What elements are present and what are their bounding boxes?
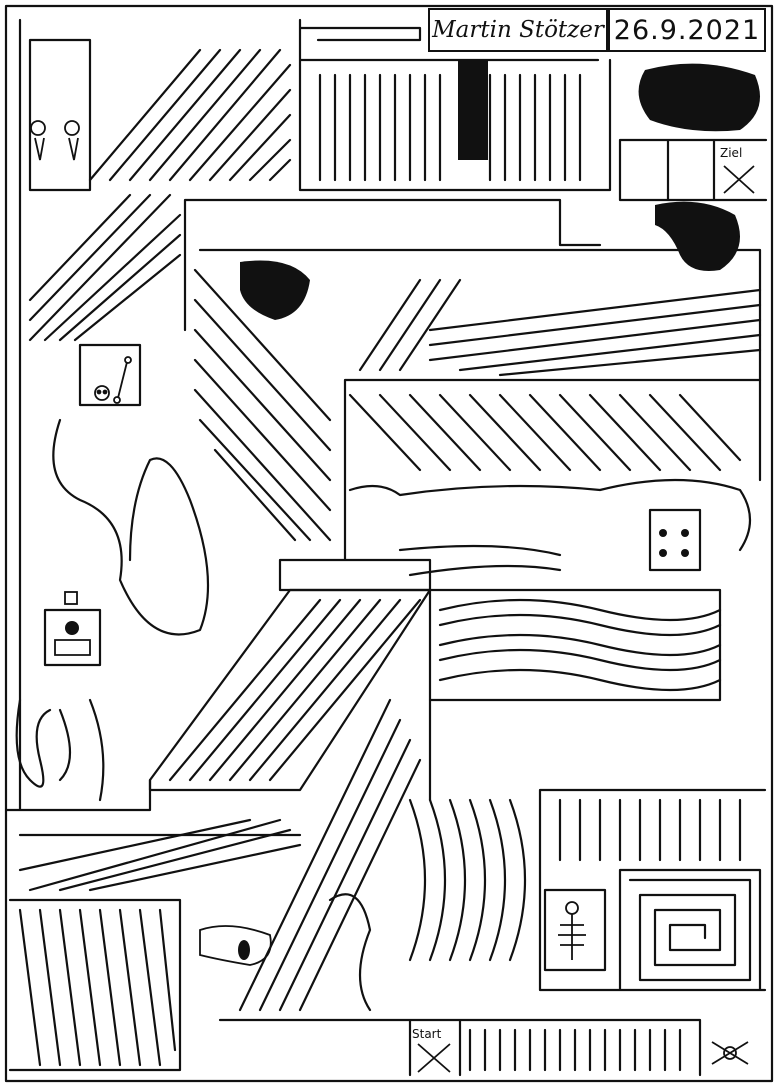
maze-wall-skull-nook: [78, 343, 142, 407]
maze-hatch-mid-right: [348, 393, 742, 472]
maze-hatch-left: [28, 193, 182, 342]
bone-icon: [113, 356, 132, 404]
maze-bars-right: [558, 798, 742, 862]
maze-wall-spiral-room: [538, 788, 767, 992]
maze-wall-diagonal-band: [148, 588, 432, 792]
maze-organic-path: [52, 418, 210, 636]
maze-wall-die-box: [648, 508, 702, 572]
die-pip: [659, 529, 667, 537]
die-pip: [659, 549, 667, 557]
maze-hatch-top-left: [88, 48, 292, 182]
maze-hatch-center-left: [193, 268, 332, 542]
maze-hatch-lower-left: [18, 818, 302, 892]
perfume-bottle-icon: [54, 591, 91, 656]
maze-hatch-long: [238, 698, 422, 1012]
maze-cave-worms: [398, 544, 562, 577]
maze-cave-top: [348, 478, 751, 552]
black-blob-mid: [655, 201, 740, 271]
maze-wall-wave-room: [428, 588, 722, 702]
start-x-mark: [417, 1043, 451, 1073]
maze-hatch-band: [168, 598, 422, 782]
maze-wall-left: [4, 18, 302, 837]
date-box: 26.9.2021: [608, 8, 766, 52]
maze-squiggle: [328, 893, 372, 1012]
maze-wall-skeleton-box: [543, 888, 607, 972]
skeleton-icon: [558, 901, 586, 960]
maze-waves: [438, 598, 722, 692]
ghost-eyes-icon: [30, 120, 80, 161]
goal-x-mark: [723, 165, 755, 194]
maze-bars-top: [318, 73, 582, 182]
maze-spiral: [628, 878, 752, 982]
maze-bars-bottom: [468, 1028, 682, 1072]
crossbones-icon: [711, 1041, 749, 1065]
maze-wall-goal-strip: [618, 138, 768, 202]
maze-bars-bottom-left: [18, 908, 177, 1067]
maze-wall-bottle-nook: [43, 608, 102, 667]
maze-outer-wall: [4, 4, 774, 1083]
worm-icon: [199, 925, 272, 966]
maze-wall-bottom-corridor: [218, 1018, 702, 1077]
start-label: Start: [412, 1027, 442, 1041]
maze-wall-bottom-left-room: [8, 898, 182, 1072]
maze-wall-mid-top: [183, 198, 762, 382]
date-text: 26.9.2021: [613, 14, 761, 46]
author-name: Martin Stötzer: [432, 17, 604, 43]
maze-hatch-upper-right: [358, 278, 762, 377]
bottle-dot: [65, 621, 79, 635]
maze-wall-top-left-room: [28, 38, 92, 192]
maze-wavy-columns: [408, 798, 527, 962]
worm-eye: [238, 940, 250, 960]
black-blob-top: [638, 63, 760, 132]
solid-wall: [458, 60, 488, 160]
die-pip: [681, 549, 689, 557]
maze-wall-center: [278, 378, 762, 802]
maze-wall-top-corridor: [298, 18, 612, 192]
skull-icon: [94, 385, 110, 401]
maze-drips-left: [15, 698, 105, 802]
goal-label: Ziel: [720, 146, 743, 160]
black-blob-center: [240, 260, 310, 320]
author-box: Martin Stötzer: [428, 8, 608, 52]
die-pip: [681, 529, 689, 537]
